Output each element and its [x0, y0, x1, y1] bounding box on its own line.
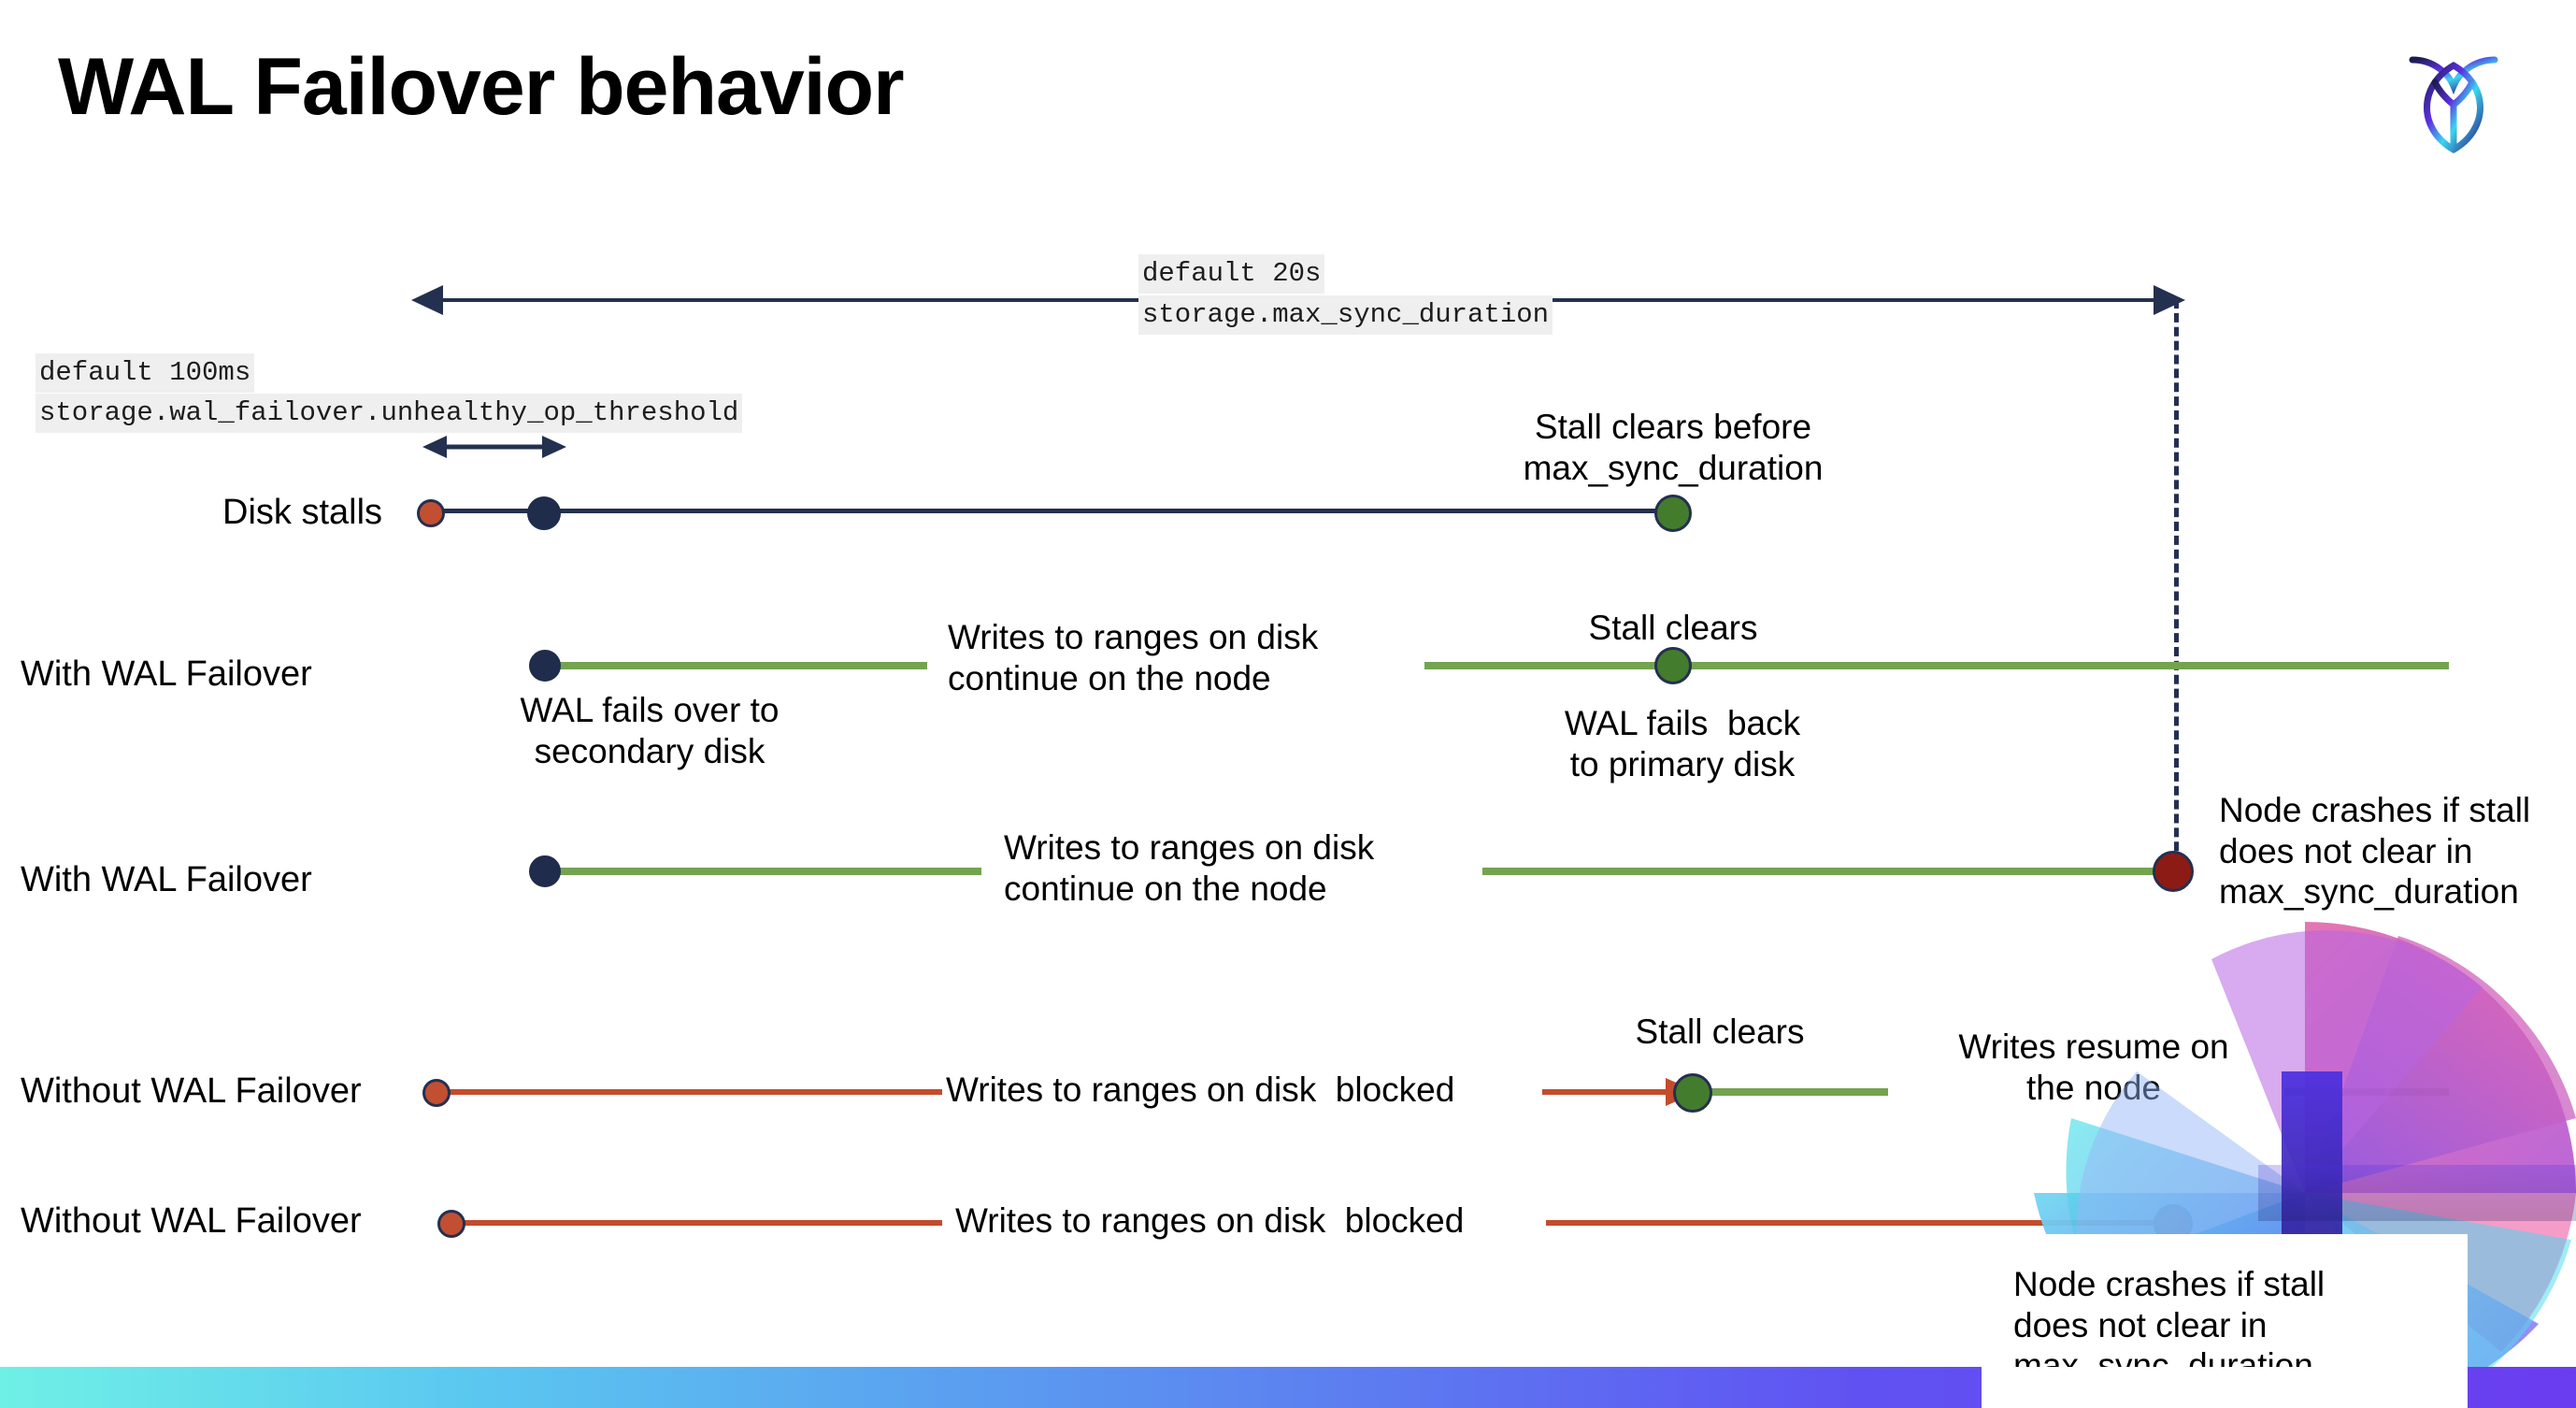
page-title: WAL Failover behavior [58, 42, 905, 132]
with-wal-failover-recovers-track-left [546, 662, 927, 669]
marker-stall-start-without-failover-recovers [422, 1079, 451, 1107]
marker-stall-cleared-recovers [1654, 647, 1692, 684]
max-sync-duration-setting-label: storage.max_sync_duration [1138, 295, 1553, 335]
marker-stall-cleared-disk-stalls [1654, 495, 1692, 532]
note-writes-resume: Writes resume on the node [1958, 1027, 2229, 1107]
marker-threshold-reached-disk-stalls [527, 496, 561, 530]
unhealthy-op-threshold-default-label: default 100ms [36, 353, 255, 393]
note-stall-clears-recovers: Stall clears [1588, 609, 1758, 647]
timeline-label-without-wal-failover-crashes: Without WAL Failover [21, 1201, 362, 1241]
note-wal-fails-back: WAL fails back to primary disk [1564, 704, 1801, 783]
disk-stalls-track [439, 509, 1673, 513]
note-writes-blocked-crashes: Writes to ranges on disk blocked [955, 1201, 1465, 1240]
timeline-label-disk-stalls: Disk stalls [222, 493, 383, 532]
marker-failover-point-crashes [529, 855, 561, 887]
note-writes-continue-crashes: Writes to ranges on disk continue on the… [1004, 828, 1375, 908]
timeline-label-with-wal-failover-recovers: With WAL Failover [21, 654, 312, 694]
note-stall-clears-before: Stall clears before max_sync_duration [1523, 408, 1824, 487]
with-wal-failover-crashes-track-right [1482, 868, 2174, 875]
with-wal-failover-recovers-track-right [1424, 662, 2449, 669]
note-stall-clears-without-failover: Stall clears [1635, 1013, 1805, 1051]
without-wal-failover-recovers-resume-right [2284, 1088, 2449, 1096]
with-wal-failover-crashes-track-left [546, 868, 981, 875]
timeline-label-without-wal-failover-recovers: Without WAL Failover [21, 1071, 362, 1111]
without-wal-failover-crashes-blocked-left [454, 1220, 942, 1226]
without-wal-failover-recovers-resume-mid [1710, 1088, 1888, 1096]
note-wal-fails-over: WAL fails over to secondary disk [520, 691, 780, 770]
bottom-bar-mask [1982, 1367, 2468, 1408]
without-wal-failover-recovers-blocked-left [441, 1089, 942, 1095]
timeline-label-with-wal-failover-crashes: With WAL Failover [21, 860, 312, 899]
marker-failover-point-recovers [529, 650, 561, 682]
note-writes-continue-recovers: Writes to ranges on disk continue on the… [948, 618, 1319, 697]
marker-stall-start-without-failover-crashes [437, 1210, 465, 1238]
marker-stall-cleared-without-failover [1673, 1073, 1712, 1113]
max-sync-duration-default-label: default 20s [1138, 254, 1325, 294]
marker-node-crash-with-failover [2153, 851, 2194, 892]
note-writes-blocked-recovers: Writes to ranges on disk blocked [946, 1070, 1455, 1109]
unhealthy-op-threshold-setting-label: storage.wal_failover.unhealthy_op_thresh… [36, 394, 743, 433]
marker-stall-start-disk-stalls [417, 499, 445, 527]
cockroachdb-logo-icon [2397, 28, 2510, 168]
note-node-crashes-with-failover: Node crashes if stall does not clear in … [2219, 791, 2531, 912]
max-sync-duration-dashed-guide [2174, 299, 2179, 879]
